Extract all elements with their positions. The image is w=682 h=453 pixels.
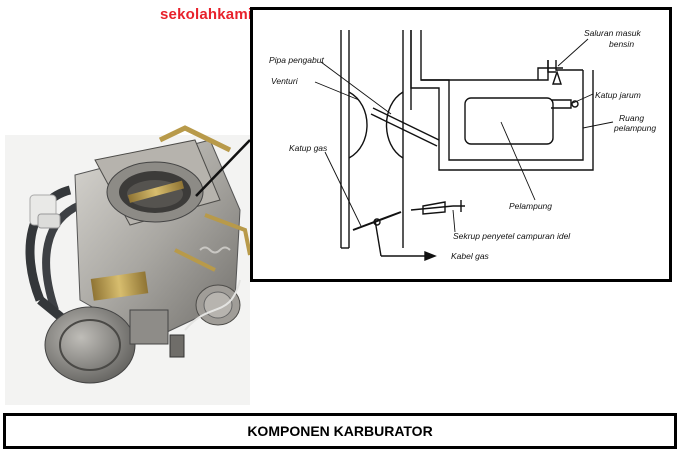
label-pipa-pengabut: Pipa pengabut bbox=[269, 55, 324, 65]
label-kabel-gas: Kabel gas bbox=[451, 251, 489, 261]
carburetor-diagram: Saluran masuk bensin Pipa pengabut Katup… bbox=[250, 7, 672, 282]
label-katup-jarum: Katup jarum bbox=[595, 90, 641, 100]
label-saluran-masuk: Saluran masuk bbox=[584, 28, 641, 38]
diagram-drawing bbox=[314, 30, 614, 262]
caption-bar: KOMPONEN KARBURATOR bbox=[3, 413, 677, 449]
label-venturi: Venturi bbox=[271, 76, 298, 86]
label-pelampung: Pelampung bbox=[509, 201, 553, 211]
label-ruang: Ruang bbox=[619, 113, 645, 123]
carburetor-photo bbox=[5, 125, 252, 405]
label-sekrup-penyetel: Sekrup penyetel campuran idel bbox=[453, 231, 571, 241]
label-katup-gas: Katup gas bbox=[289, 143, 328, 153]
label-bensin: bensin bbox=[609, 39, 635, 49]
caption-title: KOMPONEN KARBURATOR bbox=[247, 423, 433, 439]
label-ruang-pelampung: pelampung bbox=[614, 123, 657, 133]
